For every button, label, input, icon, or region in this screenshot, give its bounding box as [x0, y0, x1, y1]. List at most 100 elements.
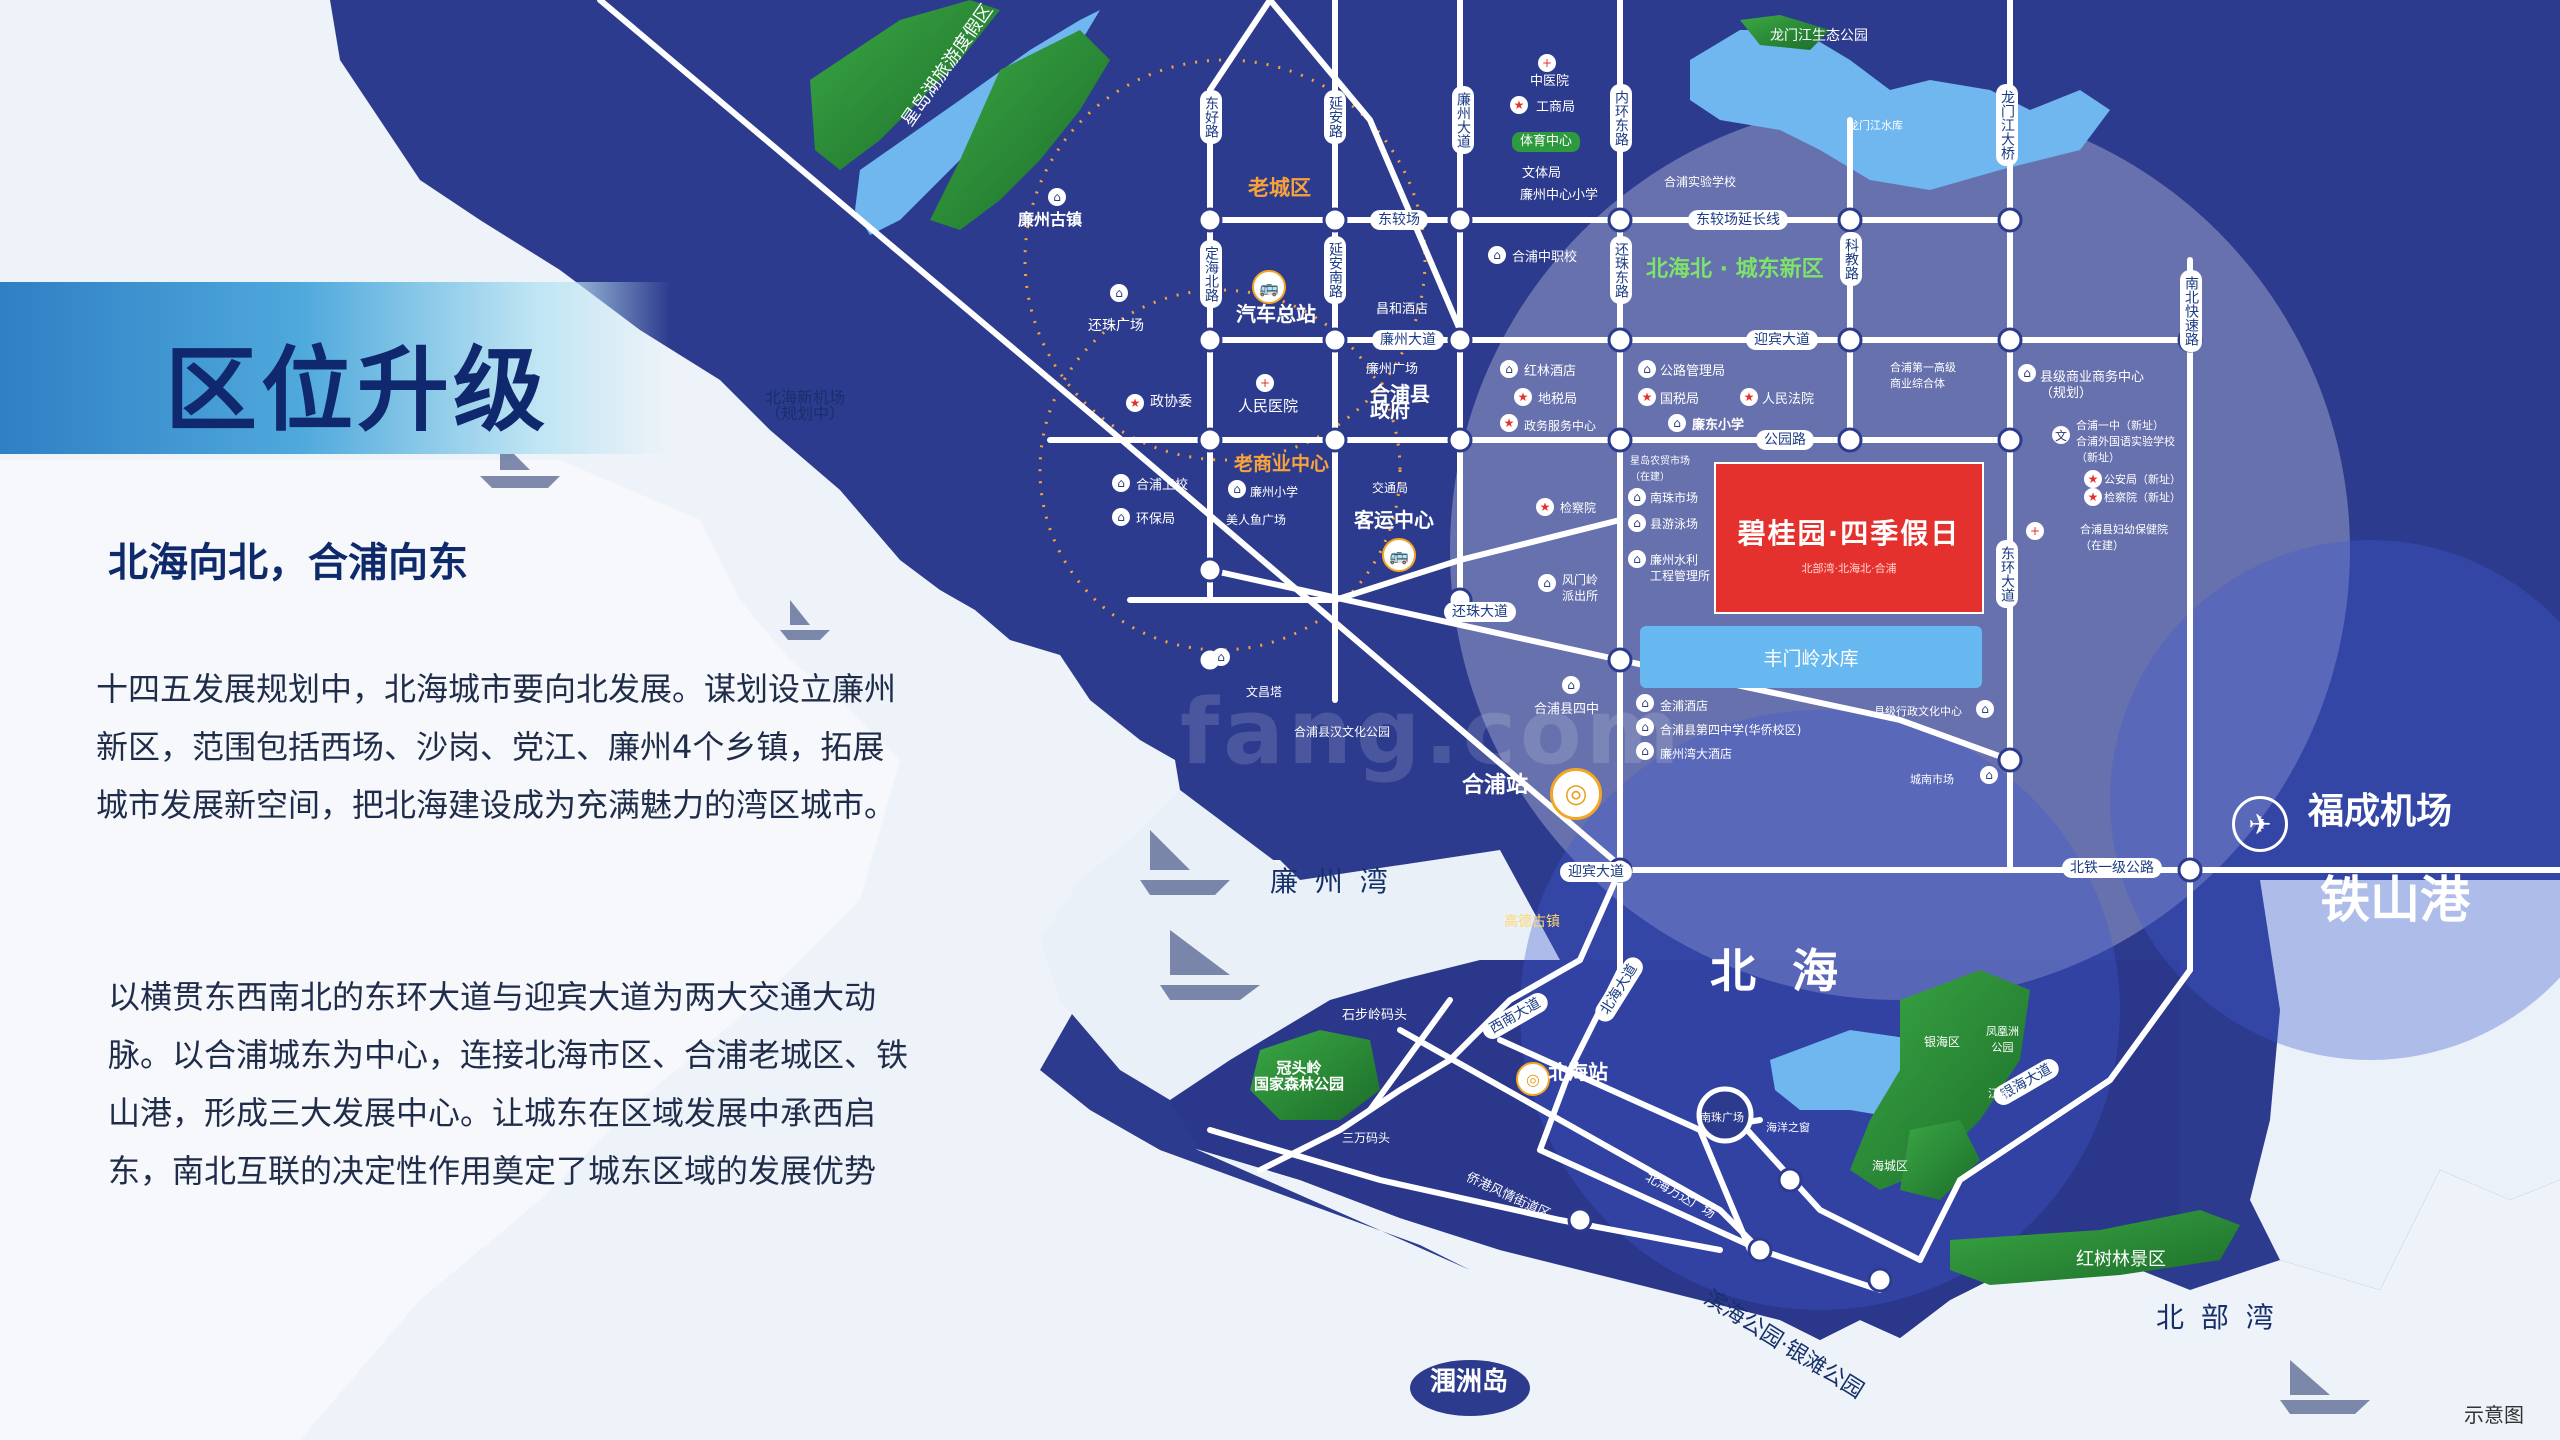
- water-mgmt-label: 廉州水利 工程管理所: [1650, 553, 1711, 583]
- nanzhu-plaza-label: 南珠广场: [1700, 1111, 1744, 1124]
- yinhai-area-label: 银海区: [1924, 1035, 1961, 1049]
- jiaotong-label: 交通局: [1372, 481, 1409, 495]
- police-icon: ★: [2084, 470, 2102, 488]
- road-gongyuan: 公园路: [1756, 430, 1814, 450]
- gov-label: 合浦县 政府: [1370, 382, 1430, 422]
- xingdao-forest: [810, 0, 1000, 170]
- chengnan-icon: ⌂: [1980, 766, 1998, 784]
- guoshui-icon: ★: [1638, 388, 1656, 406]
- paragraph-1-text: 十四五发展规划中，北海城市要向北发展。谋划设立廉州新区，范围包括西场、沙岗、党江…: [96, 670, 897, 824]
- xingdao-forest-2: [930, 30, 1110, 230]
- wenchang-label: 文昌塔: [1246, 685, 1283, 699]
- longmen-park-label: 龙门江生态公园: [1770, 28, 1868, 44]
- paragraph-2-text: 以横贯东西南北的东环大道与迎宾大道为两大交通大动脉。以合浦城东为中心，连接北海市…: [108, 978, 909, 1190]
- culture-center-icon: ⌂: [1976, 700, 1994, 718]
- longmen-res-label: 龙门江水库: [1848, 119, 1903, 132]
- chengnan-label: 城南市场: [1910, 773, 1954, 786]
- road-nanbei-express: 南北快速路: [2180, 270, 2202, 352]
- culture-center-label: 县级行政文化中心: [1874, 705, 1962, 718]
- procuratorate-icon: ★: [2084, 488, 2102, 506]
- jianchayuan-icon: ★: [1536, 498, 1554, 516]
- page-subtitle: 北海向北，合浦向东: [108, 540, 468, 586]
- police-label: 公安局（新址）: [2104, 473, 2181, 486]
- airport-icon: ✈: [2232, 796, 2288, 852]
- road-longmenjiang-bridge: 龙门江大桥: [1996, 84, 2018, 166]
- han-park-label: 合浦县汉文化公园: [1294, 725, 1391, 739]
- liandong-school-label: 廉东小学: [1692, 418, 1745, 433]
- longmen-forest: [1740, 15, 1830, 50]
- huanbao-label: 环保局: [1136, 512, 1176, 527]
- gongshang-label: 工商局: [1536, 100, 1576, 115]
- fengmen-reservoir-label: 丰门岭水库: [1763, 648, 1859, 670]
- beihai-station-icon: ◎: [1516, 1062, 1550, 1096]
- jinpu-icon: ⌂: [1636, 694, 1654, 712]
- swimming-icon: ⌂: [1628, 514, 1646, 532]
- district-beihai: 北 海: [1710, 944, 1849, 998]
- redforest-label: 红树林景区: [2076, 1249, 2166, 1270]
- hepu-1st-school-label: 合浦一中（新址）: [2076, 419, 2164, 432]
- airport-label: 福成机场: [2308, 791, 2453, 832]
- dishui-label: 地税局: [1538, 392, 1578, 407]
- road-huanzhu-dong: 还珠东路: [1610, 236, 1632, 304]
- zhengxie-label: 政协委: [1150, 394, 1192, 410]
- road-kejiao: 科教路: [1840, 232, 1862, 286]
- project-sub: 北部湾·北海北·合浦: [1801, 562, 1897, 575]
- wenchang-icon: ⌂: [1212, 648, 1230, 666]
- tieshan-port-label: 铁山港: [2320, 871, 2470, 929]
- hepu-school-label: 合浦实验学校: [1664, 175, 1737, 189]
- lianzhou-town-label: 廉州古镇: [1018, 210, 1083, 229]
- haiyang-label: 海洋之窗: [1766, 1121, 1810, 1134]
- no4-huaqiao-label: 合浦县第四中学(华侨校区): [1660, 723, 1802, 737]
- court-label: 人民法院: [1762, 392, 1815, 407]
- zhengxie-icon: ★: [1126, 394, 1144, 412]
- zhongzhi-icon: ⌂: [1488, 246, 1506, 264]
- jinpu-label: 金浦酒店: [1660, 699, 1709, 713]
- huanbao-icon: ⌂: [1112, 508, 1130, 526]
- fengmen-police-icon: ⌂: [1538, 574, 1556, 592]
- maternity-icon: +: [2026, 522, 2044, 540]
- beibu-bay-label: 北 部 湾: [2156, 1301, 2278, 1334]
- jianchayuan-label: 检察院: [1560, 501, 1597, 515]
- fengmen-reservoir: 丰门岭水库: [1640, 626, 1982, 688]
- coast-wash: [0, 460, 900, 1440]
- lianzhou-hotel-icon: ⌂: [1636, 742, 1654, 760]
- gonglu-label: 公路管理局: [1660, 364, 1726, 379]
- town-icon: ⌂: [1048, 188, 1066, 206]
- road-yanan: 延安路: [1324, 90, 1346, 144]
- changjiu-label: 昌和酒店: [1376, 302, 1429, 317]
- airport-glow: [2110, 540, 2560, 1060]
- renmin-hosp-label: 人民医院: [1238, 397, 1299, 415]
- lianzhou-bay-label: 廉 州 湾: [1270, 865, 1392, 898]
- meirenyu-label: 美人鱼广场: [1226, 513, 1287, 527]
- hongling-label: 红林酒店: [1524, 364, 1577, 379]
- lianzhou-school-label: 廉州中心小学: [1520, 188, 1599, 203]
- road-dongjiao: 东较场: [1370, 210, 1428, 230]
- weisheng-icon: ⌂: [1112, 474, 1130, 492]
- maternity-label: 合浦县妇幼保健院 （在建）: [2080, 523, 2168, 552]
- sailboat-decor: [480, 440, 2370, 1414]
- business-center-icon: ⌂: [2018, 364, 2036, 382]
- project-marker[interactable]: 碧桂园·四季假日 北部湾·北海北·合浦: [1714, 462, 1984, 614]
- court-icon: ★: [1740, 388, 1758, 406]
- road-yingbin: 迎宾大道: [1746, 330, 1818, 350]
- nanzhu-market-icon: ⌂: [1628, 488, 1646, 506]
- no4-icon: ⌂: [1562, 676, 1580, 694]
- weizhou-island: [1410, 1360, 1530, 1416]
- redforest-strip: [1950, 1210, 2240, 1285]
- passenger-icon: 🚌: [1382, 538, 1416, 572]
- weizhou-label: 涠洲岛: [1430, 1367, 1509, 1397]
- renmin-hosp-icon: +: [1256, 374, 1274, 392]
- shituling-label: 石步岭码头: [1342, 1008, 1408, 1023]
- road-neihuan-dong: 内环东路: [1610, 84, 1632, 152]
- guantouling-forest: [1250, 1030, 1380, 1120]
- hepu-station-icon: ◎: [1550, 768, 1602, 820]
- lianzhou-primary-icon: ⌂: [1228, 480, 1246, 498]
- hepu-station-label: 合浦站: [1462, 773, 1529, 798]
- road-donghuan: 东环大道: [1996, 540, 2018, 608]
- weisheng-label: 合浦卫校: [1136, 478, 1189, 493]
- business-center-label: 县级商业商务中心 （规划）: [2040, 370, 2145, 401]
- zhongyi-label: 中医院: [1530, 74, 1570, 89]
- huanzhu-plaza-label: 还珠广场: [1088, 318, 1144, 334]
